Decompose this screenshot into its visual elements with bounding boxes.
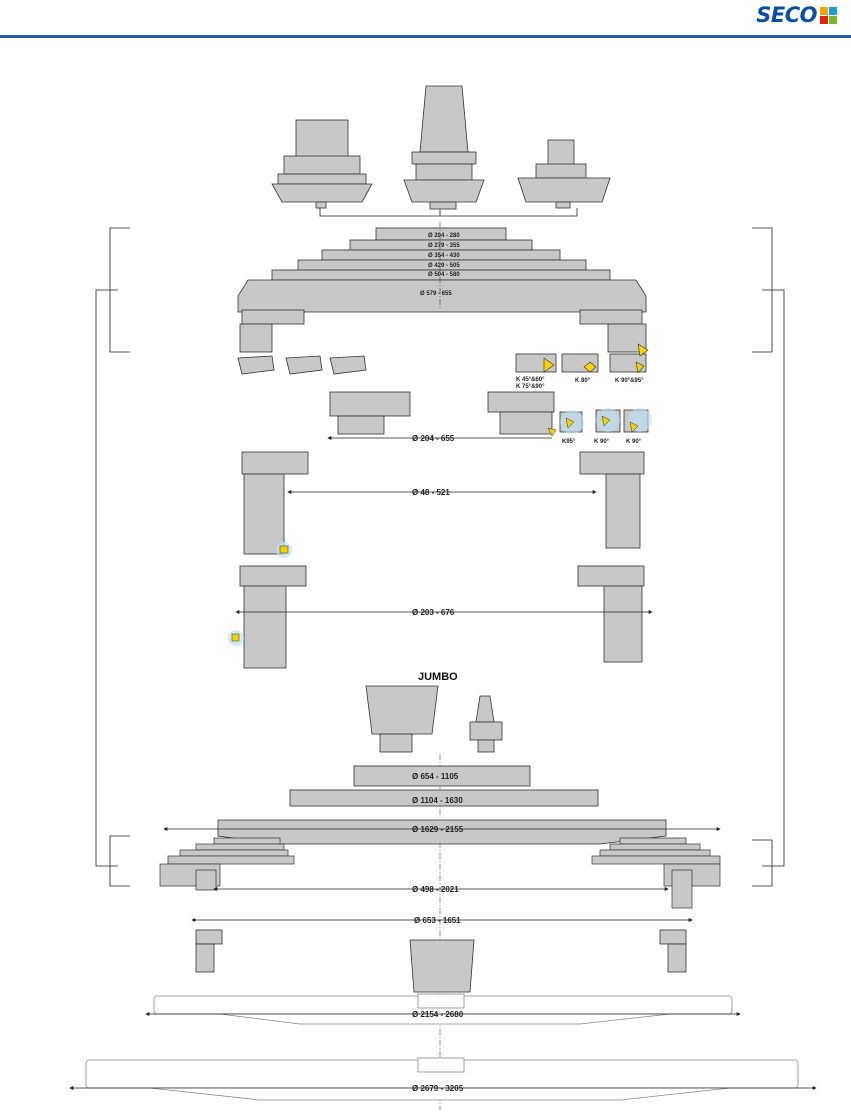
boring-heads-48-521 [242,452,644,554]
jumbo-bar-2679-3205 [86,1058,798,1100]
dim-label-498-2021: Ø 498 - 2021 [412,885,459,894]
insert-48-521 [280,546,288,553]
jumbo-heads-653-1651 [196,930,686,992]
jumbo-heading: JUMBO [418,671,458,683]
jumbo-bar-2154-2680 [154,994,732,1024]
bar-range-4: Ø 429 - 505 [428,263,460,269]
labels-204-655: K95° K 90° K 90° [562,439,642,445]
adaptor-left [272,120,372,208]
insert-label-k80: K 80° [575,378,591,384]
insert-label-k95: K95° [562,439,576,445]
insert-label-k90-95: K 90°&95° [615,378,644,384]
dim-label-653-1651: Ø 653 - 1651 [414,916,461,925]
bar-range-1: Ø 204 - 280 [428,233,460,239]
insert-label-k75-90: K 75°&90° [516,384,545,390]
dim-label-204-655: Ø 204 - 655 [412,434,455,443]
slides-upper [240,310,646,352]
dim-label-654-1105: Ø 654 - 1105 [412,772,459,781]
bar-range-2: Ø 279 - 355 [428,243,460,249]
boring-heads-203-676 [240,566,644,668]
insert-angle-labels: K 45°&60° K 75°&90° K 80° K 90°&95° [516,377,644,390]
dim-label-1629-2155: Ø 1629 - 2155 [412,825,464,834]
insert-label-k45-60: K 45°&60° [516,377,545,383]
bridge-bar-stack [238,228,646,312]
insert-label-k90-b: K 90° [626,439,642,445]
dim-label-2679-3205: Ø 2679 - 3205 [412,1084,464,1093]
insert-holders-right [516,354,646,372]
insert-holders-left [238,356,366,374]
dim-label-203-676: Ø 203 - 676 [412,608,455,617]
insert-203-676 [232,634,239,641]
bar-range-3: Ø 354 - 430 [428,253,460,259]
insert-label-k90-a: K 90° [594,439,610,445]
jumbo-adaptors [366,686,502,752]
adaptor-steep-taper [404,86,484,209]
adaptor-right [518,140,610,208]
dim-label-48-521: Ø 48 - 521 [412,488,450,497]
bar-range-6: Ø 579 - 655 [420,291,452,297]
bar-range-5: Ø 504 - 580 [428,272,460,278]
dim-label-2154-2680: Ø 2154 - 2680 [412,1010,464,1019]
dim-label-1104-1630: Ø 1104 - 1630 [412,796,463,805]
